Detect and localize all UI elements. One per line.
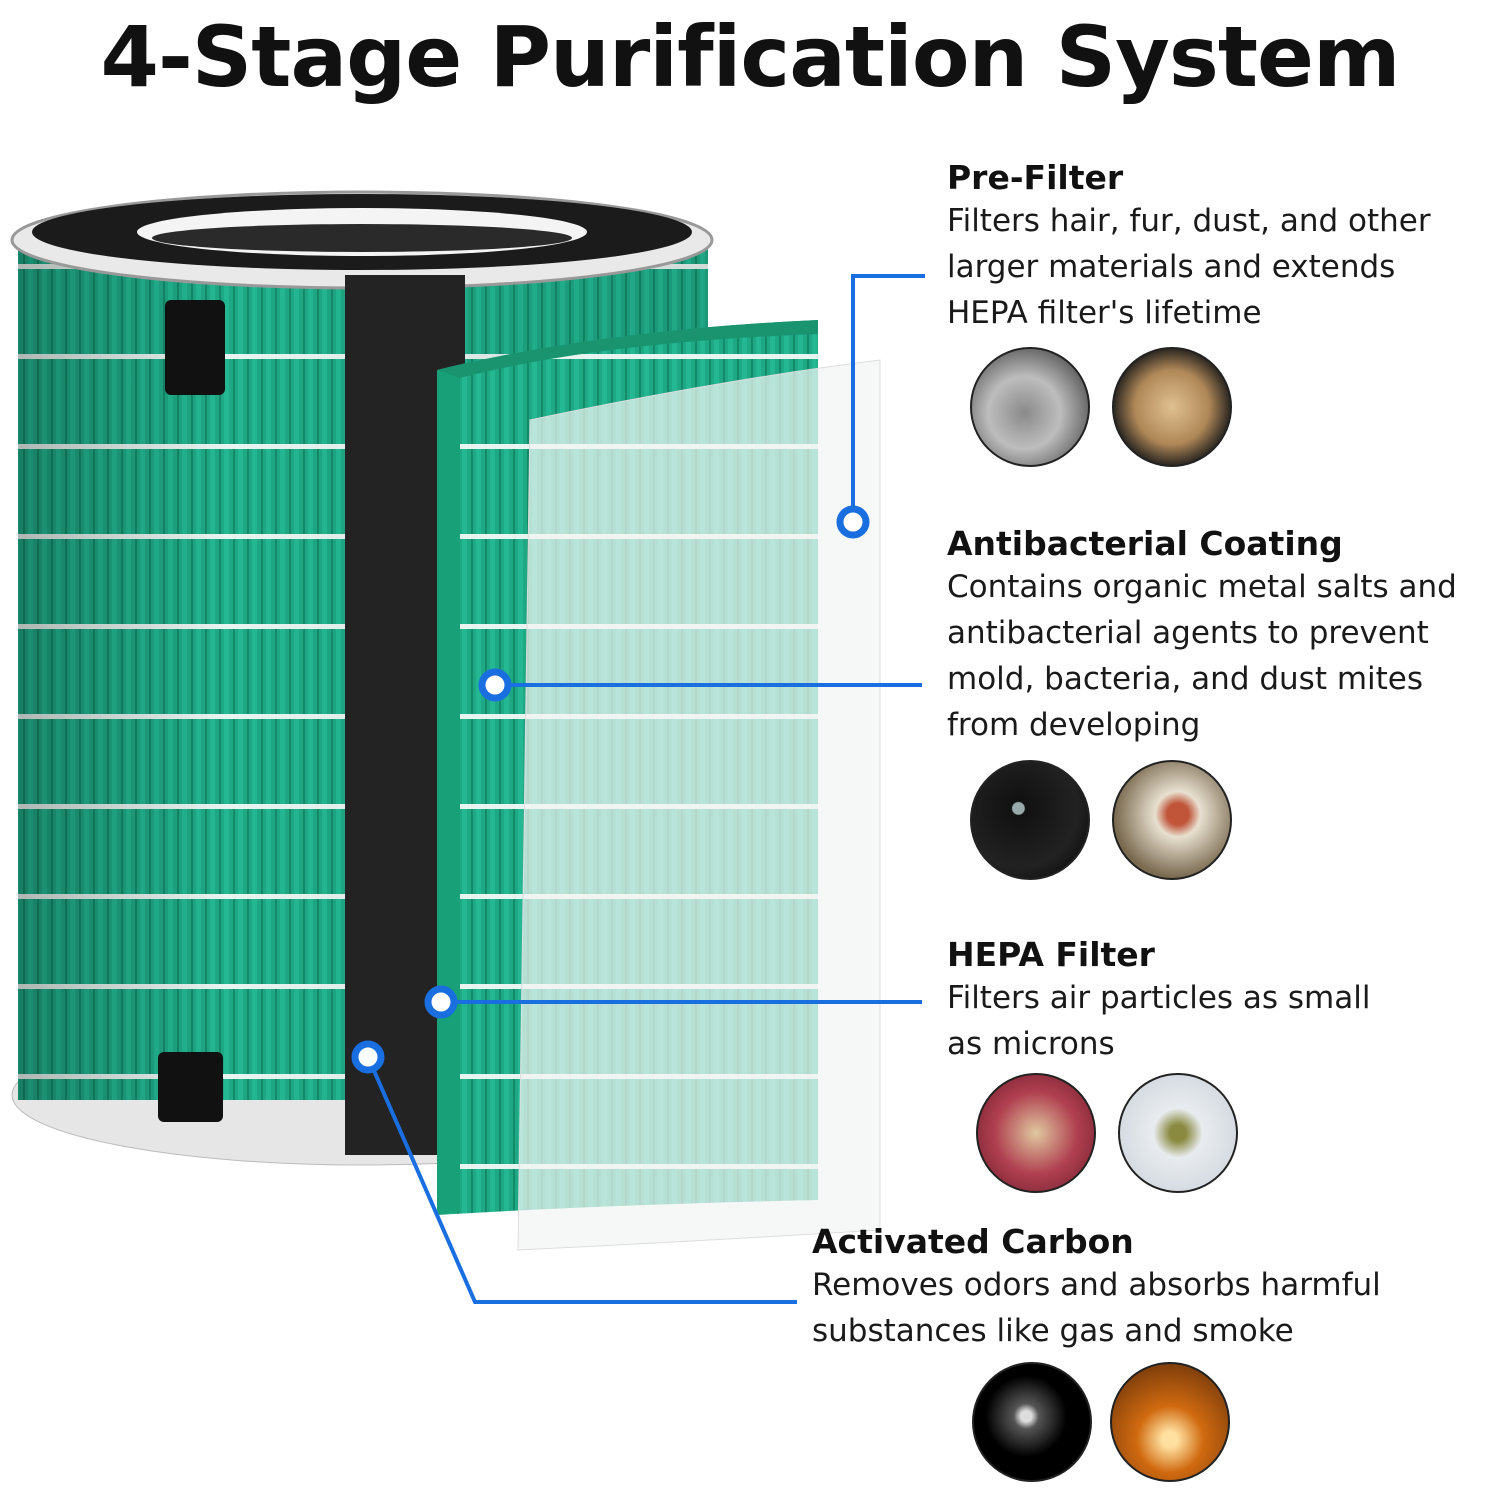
dust-photo: [970, 347, 1090, 467]
stage-title: Pre-Filter: [947, 158, 1124, 197]
stage-antibacterial-coating: Antibacterial Coating Contains organic m…: [947, 524, 1457, 748]
stage-description: from developing: [947, 707, 1201, 743]
stage-pre-filter: Pre-Filter Filters hair, fur, dust, and …: [947, 158, 1431, 336]
stage-description: antibacterial agents to prevent: [947, 615, 1429, 651]
pre-filter-sheet: [517, 359, 881, 1251]
stage-description: Contains organic metal salts and: [947, 569, 1457, 605]
mold-spores-photo: [1118, 1073, 1238, 1193]
stage-description: Removes odors and absorbs harmful: [812, 1267, 1381, 1303]
stage-description: HEPA filter's lifetime: [947, 295, 1262, 331]
stage-description: substances like gas and smoke: [812, 1313, 1294, 1349]
dust-mite-photo: [1112, 760, 1232, 880]
page-title: 4-Stage Purification System: [100, 8, 1401, 106]
gas-photo: [1110, 1362, 1230, 1482]
bacteria-photo: [970, 760, 1090, 880]
stage-title: HEPA Filter: [947, 935, 1155, 974]
microbes-photo: [976, 1073, 1096, 1193]
callout-dots: [351, 505, 870, 1074]
callout-lines: [366, 274, 925, 1304]
hair-photo: [1112, 347, 1232, 467]
stage-activated-carbon: Activated Carbon Removes odors and absor…: [812, 1222, 1381, 1354]
stage-description: as microns: [947, 1026, 1115, 1062]
stage-description: Filters air particles as small: [947, 980, 1371, 1016]
stage-title: Activated Carbon: [812, 1222, 1134, 1261]
stage-title: Antibacterial Coating: [947, 524, 1343, 563]
stage-description: Filters hair, fur, dust, and other: [947, 203, 1431, 239]
stage-hepa-filter: HEPA Filter Filters air particles as sma…: [947, 935, 1370, 1067]
stage-description: mold, bacteria, and dust mites: [947, 661, 1424, 697]
smoke-photo: [972, 1362, 1092, 1482]
stage-description: larger materials and extends: [947, 249, 1396, 285]
